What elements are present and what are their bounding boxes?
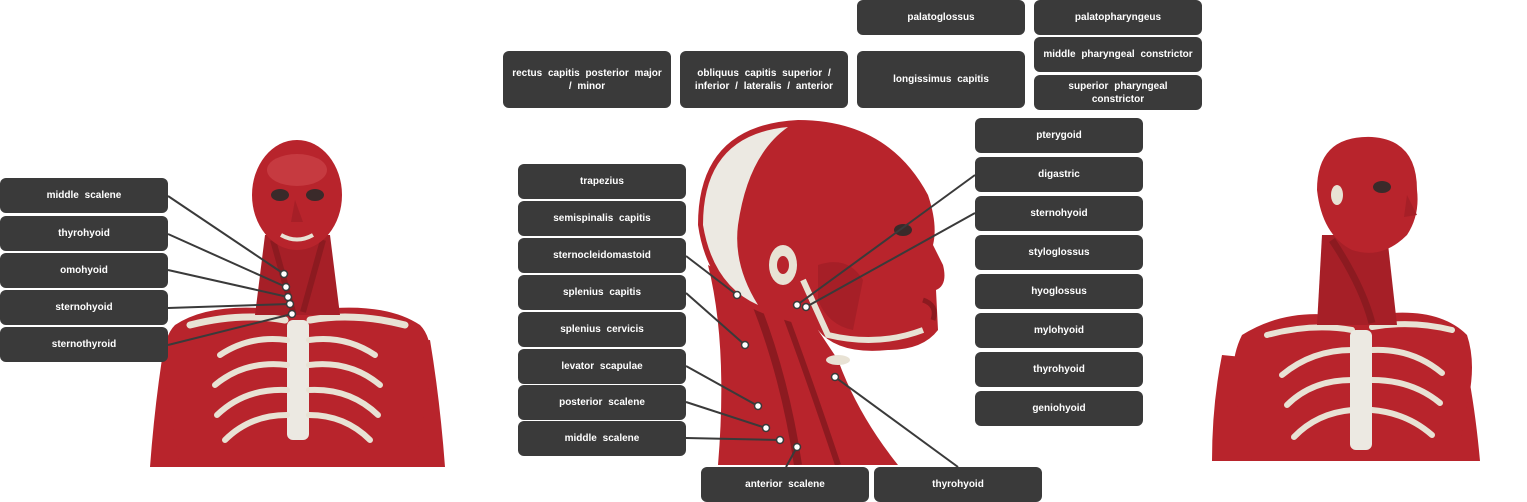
label-styloglossus[interactable]: styloglossus [975,235,1143,270]
label-front-middle-scalene[interactable]: middle scalene [0,178,168,213]
oblique-view-figure [1212,135,1480,461]
label-mylohyoid[interactable]: mylohyoid [975,313,1143,348]
label-superior-pharyngeal-constrictor[interactable]: superior pharyngeal constrictor [1034,75,1202,110]
label-splenius-cervicis[interactable]: splenius cervicis [518,312,686,347]
label-digastric[interactable]: digastric [975,157,1143,192]
label-pterygoid[interactable]: pterygoid [975,118,1143,153]
label-levator-scapulae[interactable]: levator scapulae [518,349,686,384]
label-longissimus-capitis[interactable]: longissimus capitis [857,51,1025,108]
label-side-sternohyoid[interactable]: sternohyoid [975,196,1143,231]
label-palatoglossus[interactable]: palatoglossus [857,0,1025,35]
label-side-middle-scalene[interactable]: middle scalene [518,421,686,456]
label-rectus-capitis-posterior[interactable]: rectus capitis posterior major / minor [503,51,671,108]
label-front-sternothyroid[interactable]: sternothyroid [0,327,168,362]
label-anterior-scalene[interactable]: anterior scalene [701,467,869,502]
label-front-sternohyoid[interactable]: sternohyoid [0,290,168,325]
label-semispinalis-capitis[interactable]: semispinalis capitis [518,201,686,236]
label-geniohyoid[interactable]: geniohyoid [975,391,1143,426]
label-palatopharyngeus[interactable]: palatopharyngeus [1034,0,1202,35]
label-trapezius[interactable]: trapezius [518,164,686,199]
label-front-thyrohyoid[interactable]: thyrohyoid [0,216,168,251]
label-splenius-capitis[interactable]: splenius capitis [518,275,686,310]
label-obliquus-capitis[interactable]: obliquus capitis superior / inferior / l… [680,51,848,108]
label-hyoglossus[interactable]: hyoglossus [975,274,1143,309]
label-middle-pharyngeal-constrictor[interactable]: middle pharyngeal constrictor [1034,37,1202,72]
front-view-figure [145,140,450,467]
label-posterior-scalene[interactable]: posterior scalene [518,385,686,420]
label-front-omohyoid[interactable]: omohyoid [0,253,168,288]
side-view-figure [688,115,973,465]
label-side-thyrohyoid[interactable]: thyrohyoid [975,352,1143,387]
label-bottom-thyrohyoid[interactable]: thyrohyoid [874,467,1042,502]
label-sternocleidomastoid[interactable]: sternocleidomastoid [518,238,686,273]
